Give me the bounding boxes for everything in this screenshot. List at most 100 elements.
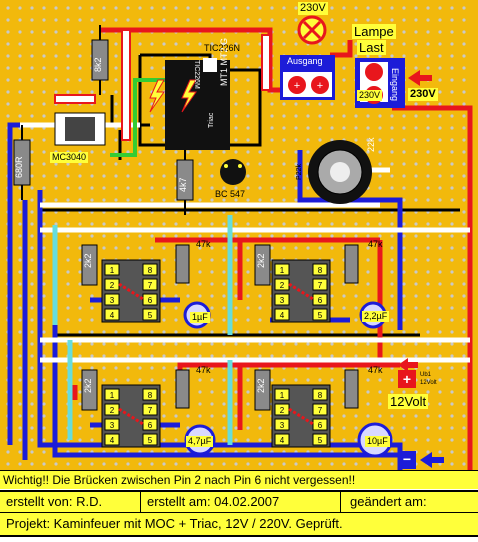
hole xyxy=(114,114,118,118)
hole xyxy=(90,30,94,34)
hole xyxy=(258,426,262,430)
hole xyxy=(102,186,106,190)
hole xyxy=(402,54,406,58)
hole xyxy=(150,150,154,154)
hole xyxy=(462,390,466,394)
hole xyxy=(114,174,118,178)
hole xyxy=(138,150,142,154)
hole xyxy=(438,174,442,178)
hole xyxy=(138,18,142,22)
hole xyxy=(78,174,82,178)
hole xyxy=(54,66,58,70)
hole xyxy=(306,222,310,226)
hole xyxy=(438,282,442,286)
hole xyxy=(402,390,406,394)
hole xyxy=(66,42,70,46)
hole xyxy=(66,234,70,238)
hole xyxy=(234,42,238,46)
hole xyxy=(222,234,226,238)
hole xyxy=(426,270,430,274)
hole xyxy=(222,258,226,262)
hole xyxy=(126,18,130,22)
hole xyxy=(438,306,442,310)
ic-pin-number: 7 xyxy=(318,406,323,415)
hole xyxy=(294,138,298,142)
hole xyxy=(210,246,214,250)
hole xyxy=(342,354,346,358)
hole xyxy=(78,66,82,70)
hole xyxy=(258,414,262,418)
hole xyxy=(426,258,430,262)
hole xyxy=(294,162,298,166)
hole xyxy=(102,234,106,238)
hole xyxy=(66,294,70,298)
hole xyxy=(42,330,46,334)
hole xyxy=(390,54,394,58)
hole xyxy=(114,462,118,466)
hole xyxy=(198,198,202,202)
hole xyxy=(258,330,262,334)
hole xyxy=(366,150,370,154)
hole xyxy=(234,318,238,322)
hole xyxy=(306,138,310,142)
hole xyxy=(78,198,82,202)
hole xyxy=(30,198,34,202)
hole xyxy=(366,402,370,406)
hole xyxy=(174,414,178,418)
supply-label: 12Volt xyxy=(388,394,429,409)
hole xyxy=(402,414,406,418)
hole xyxy=(462,138,466,142)
hole xyxy=(462,234,466,238)
resistor-8k2 xyxy=(91,25,109,95)
hole xyxy=(258,174,262,178)
hole xyxy=(54,6,58,10)
hole xyxy=(138,222,142,226)
svg-text:+: + xyxy=(294,80,300,92)
hole xyxy=(210,282,214,286)
hole xyxy=(426,378,430,382)
hole xyxy=(402,126,406,130)
hole xyxy=(162,330,166,334)
hole xyxy=(102,246,106,250)
hole xyxy=(18,462,22,466)
hole xyxy=(78,318,82,322)
hole xyxy=(54,174,58,178)
hole xyxy=(390,174,394,178)
hole xyxy=(330,378,334,382)
ic-pin-number: 5 xyxy=(318,311,323,320)
optocoupler xyxy=(54,112,106,146)
hole xyxy=(438,198,442,202)
hole xyxy=(162,222,166,226)
triac-marking: TIC226M xyxy=(193,60,200,89)
hole xyxy=(246,78,250,82)
hole xyxy=(162,102,166,106)
ic-pin xyxy=(142,278,158,291)
hole xyxy=(246,174,250,178)
hole xyxy=(450,438,454,442)
resistors-2k2 xyxy=(81,244,271,411)
hole xyxy=(402,114,406,118)
hole xyxy=(210,306,214,310)
hole xyxy=(354,114,358,118)
hole xyxy=(210,294,214,298)
hole xyxy=(318,222,322,226)
hole xyxy=(282,354,286,358)
hole xyxy=(234,438,238,442)
ic-pin-number: 2 xyxy=(280,406,285,415)
hole xyxy=(342,102,346,106)
hole xyxy=(234,186,238,190)
hole xyxy=(42,342,46,346)
hole xyxy=(462,210,466,214)
hole xyxy=(282,138,286,142)
hole xyxy=(450,282,454,286)
ic-pin-number: 2 xyxy=(110,406,115,415)
capacitor-label: 2,2µF xyxy=(362,311,390,322)
hole xyxy=(6,30,10,34)
hole xyxy=(414,126,418,130)
hole xyxy=(30,426,34,430)
hole xyxy=(342,30,346,34)
hole xyxy=(138,342,142,346)
hole xyxy=(378,162,382,166)
hole xyxy=(366,282,370,286)
hole xyxy=(210,234,214,238)
